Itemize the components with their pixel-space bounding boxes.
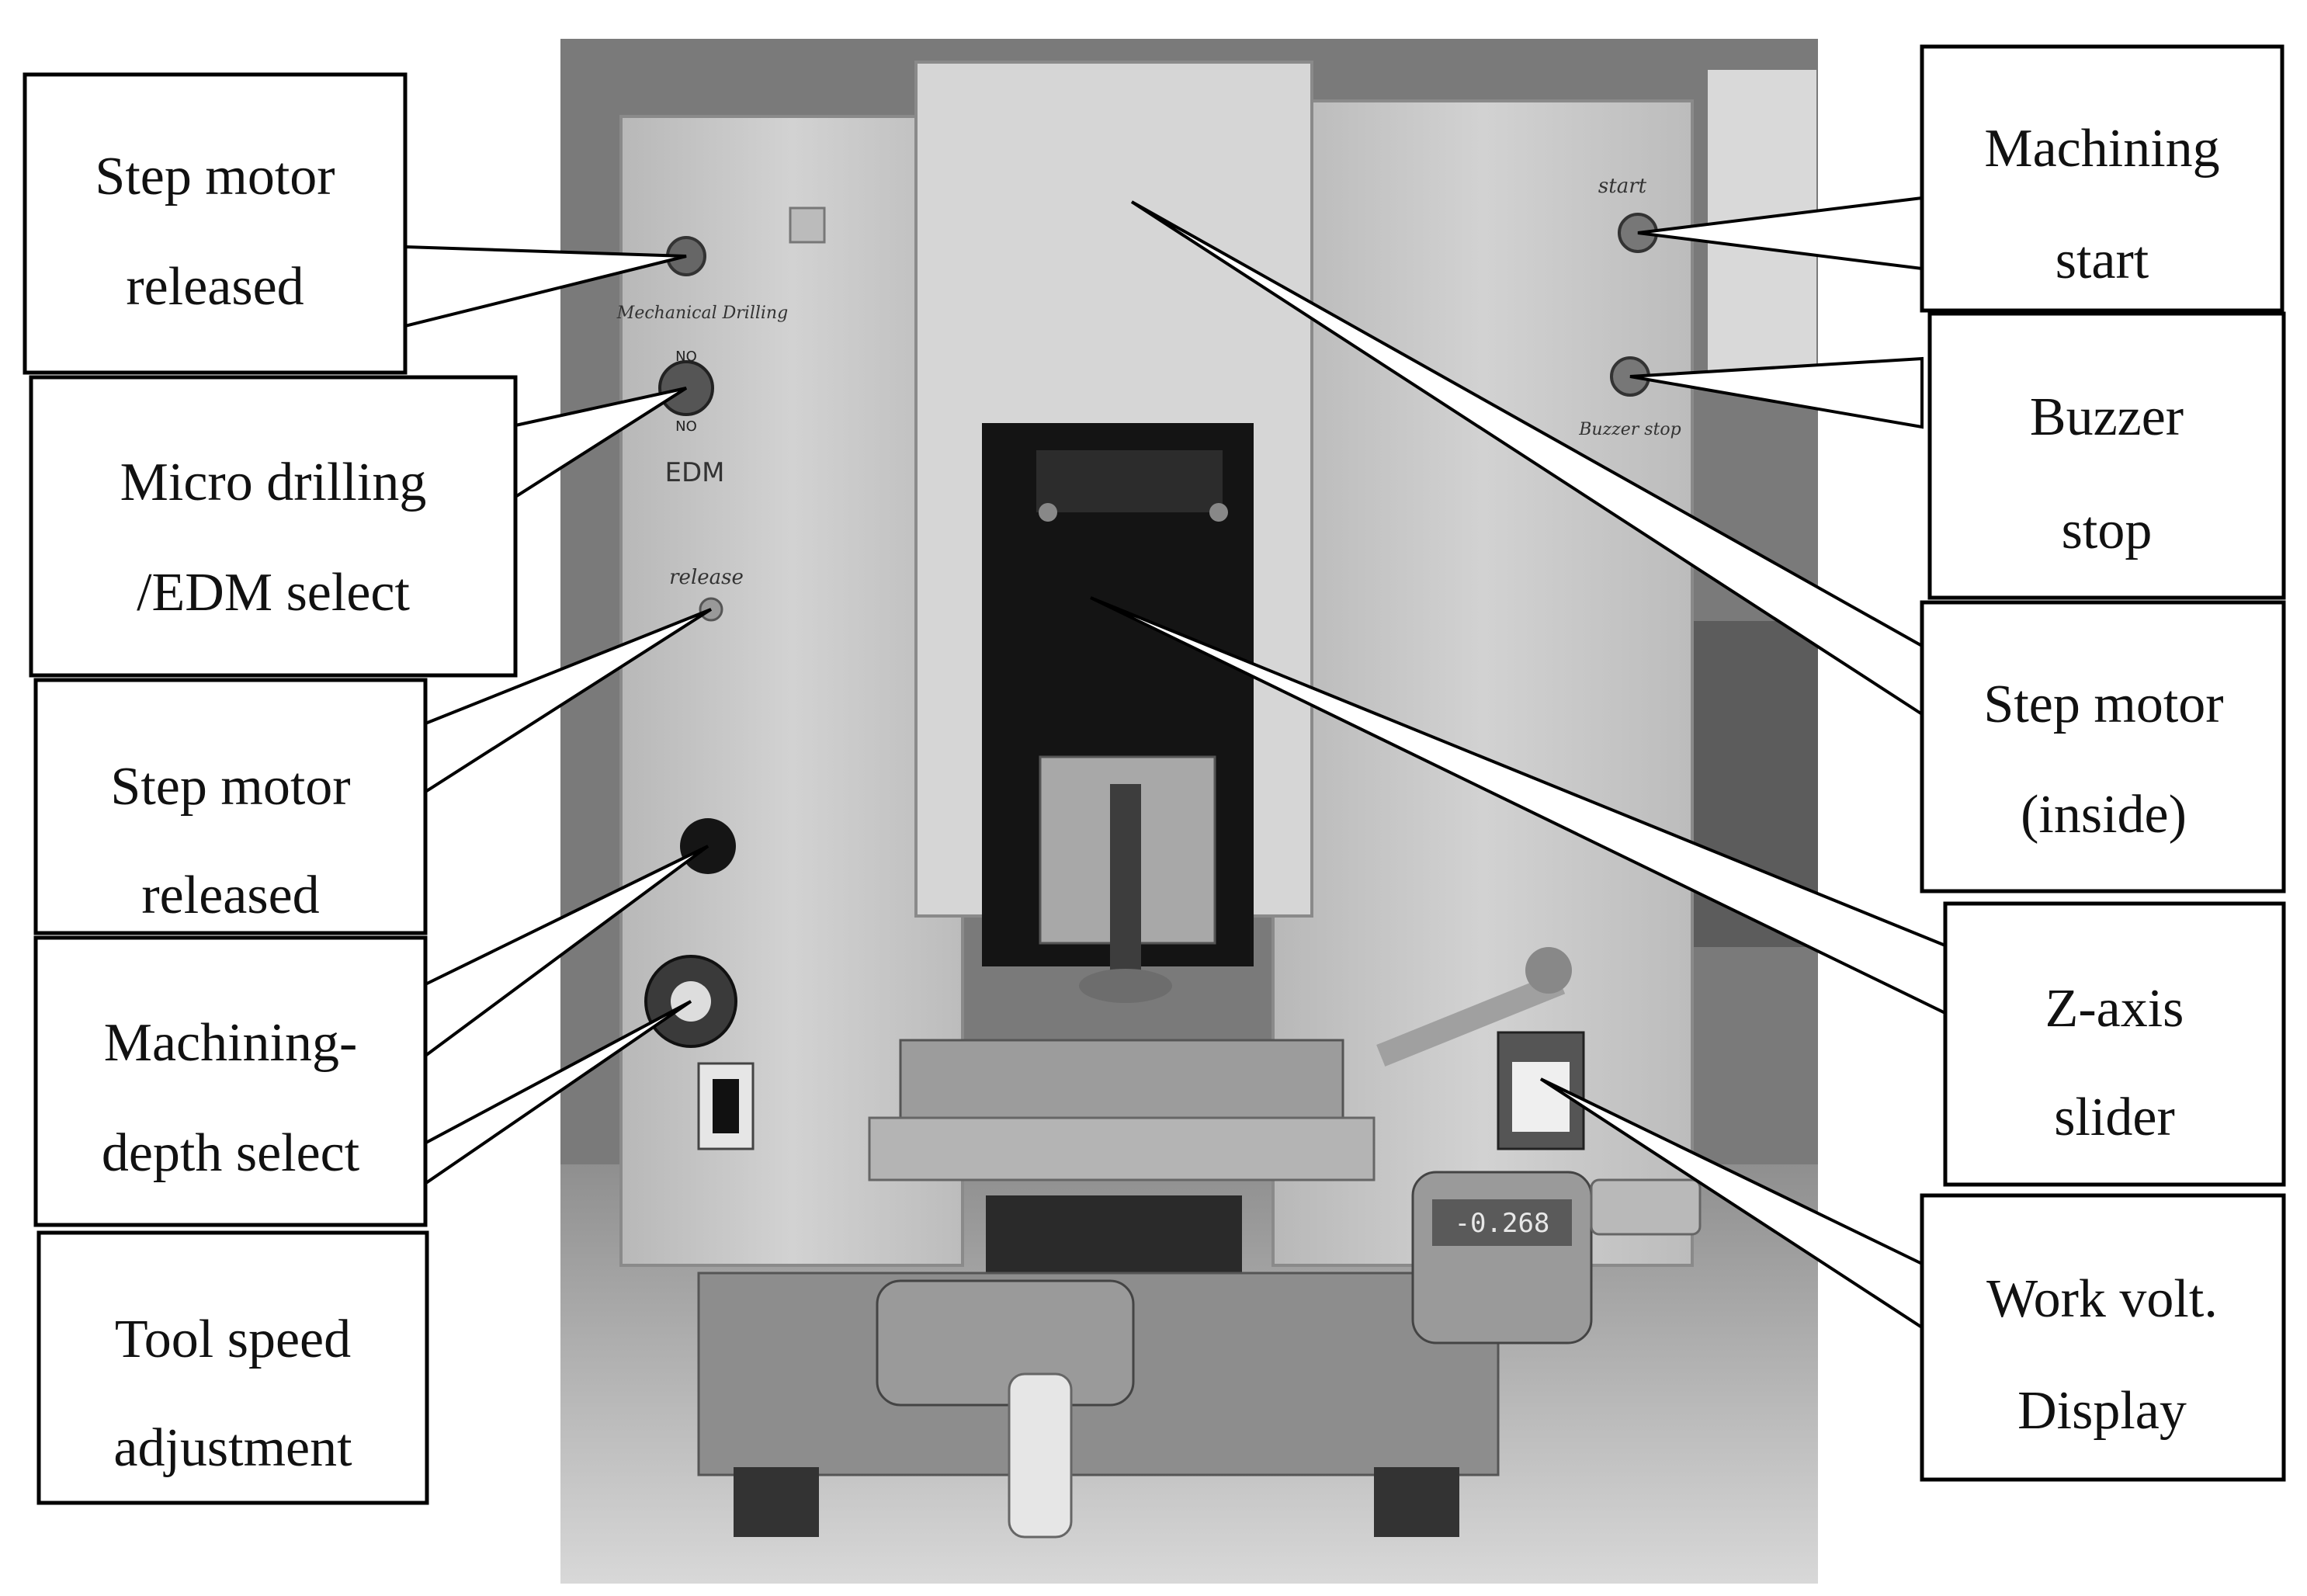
micrometer-x	[876, 1279, 1135, 1407]
panel-mark-mechanical-drilling: Mechanical Drilling	[616, 304, 788, 323]
panel-mark-on-top: NO	[675, 349, 697, 365]
label-step-motor-released-top-line1: Step motor	[95, 147, 335, 206]
callout-box-machining-start	[1920, 44, 2284, 313]
work-tray	[899, 1039, 1344, 1119]
micrometer-readout-screen	[1432, 1199, 1572, 1246]
micrometer-readout: -0.268	[1455, 1208, 1550, 1239]
micrometer-y-barrel	[1590, 1178, 1702, 1236]
label-step-motor-released-mid-line1: Step motor	[110, 757, 350, 817]
label-machining-depth-select-line2: depth select	[102, 1123, 360, 1183]
callout-box-machining-depth-select	[33, 935, 428, 1227]
spindle	[1110, 784, 1141, 986]
lever-arm	[1376, 972, 1566, 1067]
callout-box-work-volt-display	[1920, 1193, 2286, 1482]
callout-box-tool-speed-adjustment	[36, 1230, 429, 1505]
callout-box-micro-drilling-edm-select	[29, 375, 518, 678]
power-switch-rocker	[713, 1079, 739, 1133]
lever-knob	[1525, 947, 1572, 994]
cavity-screw	[1039, 503, 1057, 522]
label-micro-drilling-edm-select-line2: /EDM select	[137, 563, 410, 623]
label-work-volt-display-line2: Display	[2017, 1381, 2187, 1441]
work-volt-meter-face	[1512, 1062, 1570, 1132]
label-machining-start-line2: start	[2055, 231, 2149, 290]
label-z-axis-slider-line2: slider	[2054, 1088, 2175, 1147]
callout-box-step-motor-inside	[1920, 600, 2286, 893]
label-step-motor-inside-line2: (inside)	[2021, 785, 2187, 845]
micrometer-y	[1411, 1171, 1593, 1344]
label-machining-depth-select-line1: Machining-	[104, 1013, 358, 1073]
micrometer-x-barrel	[1008, 1372, 1073, 1539]
label-machining-start-line1: Machining	[1984, 119, 2219, 179]
label-micro-drilling-edm-select-line1: Micro drilling	[120, 453, 427, 512]
label-step-motor-inside-line1: Step motor	[1983, 675, 2223, 734]
tool-chuck	[1079, 969, 1172, 1003]
xy-stage	[868, 1116, 1376, 1181]
panel-mark-buzzer-stop: Buzzer stop	[1578, 420, 1681, 439]
label-buzzer-stop-line1: Buzzer	[2030, 387, 2184, 447]
cavity-screw	[1209, 503, 1228, 522]
panel-square-button	[789, 206, 826, 244]
label-step-motor-released-top-line2: released	[126, 257, 304, 317]
callout-box-step-motor-released-mid	[33, 678, 428, 935]
panel-mark-release: release	[669, 566, 744, 589]
machine-photo: -0.268 Mechanical Drilling NO NO EDM rel…	[560, 39, 1818, 1584]
callout-box-buzzer-stop	[1927, 311, 2286, 600]
label-tool-speed-adjustment-line2: adjustment	[113, 1418, 352, 1478]
panel-mark-start: start	[1598, 175, 1647, 198]
label-step-motor-released-mid-line2: released	[141, 866, 319, 925]
base-foot	[734, 1467, 819, 1537]
panel-mark-edm: EDM	[665, 457, 725, 488]
panel-mark-on-bottom: NO	[675, 418, 697, 435]
callout-box-z-axis-slider	[1943, 901, 2286, 1187]
cavity-plate	[1036, 450, 1223, 512]
base-foot	[1374, 1467, 1459, 1537]
label-tool-speed-adjustment-line1: Tool speed	[115, 1310, 351, 1369]
callout-box-step-motor-released-top	[23, 72, 408, 375]
label-work-volt-display-line1: Work volt.	[1986, 1269, 2218, 1329]
pointer-buzzer-stop	[1629, 356, 1924, 429]
label-buzzer-stop-line2: stop	[2062, 501, 2153, 560]
label-z-axis-slider-line1: Z-axis	[2045, 979, 2184, 1039]
